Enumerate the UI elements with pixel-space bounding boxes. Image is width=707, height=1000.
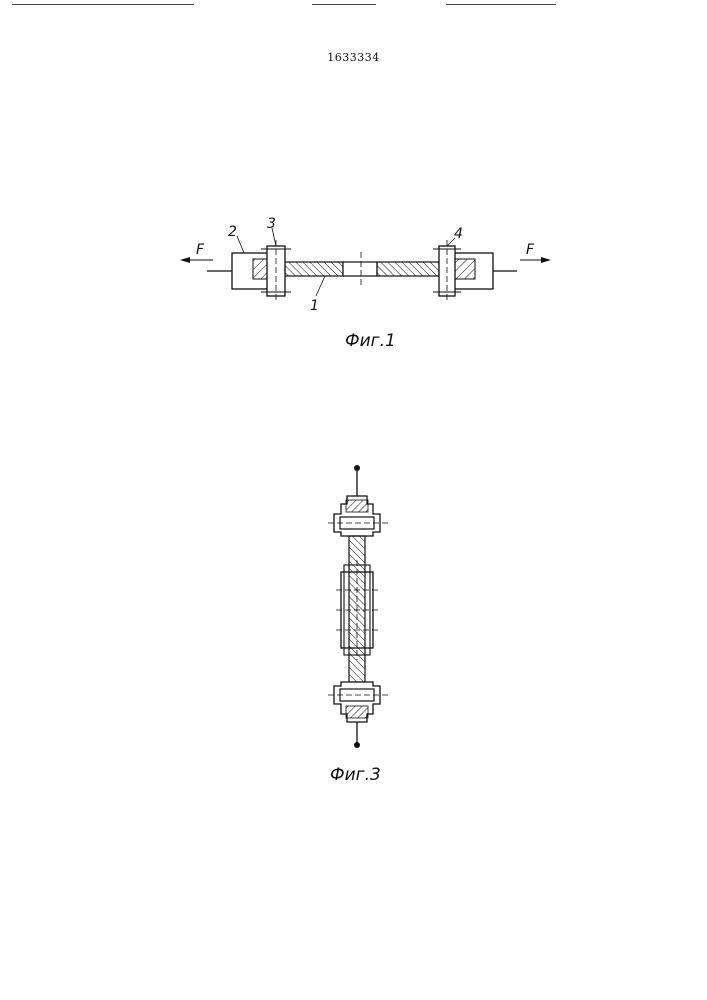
- label-part-3: 3: [267, 216, 276, 232]
- label-part-1: 1: [310, 298, 319, 314]
- label-part-2: 2: [228, 224, 237, 240]
- figure-1-caption: Фиг.1: [345, 331, 396, 351]
- top-rule-right: [446, 4, 556, 5]
- left-insert: [253, 259, 267, 279]
- figure-3-caption: Фиг.3: [330, 765, 381, 785]
- label-force-right: F: [526, 242, 535, 258]
- specimen-left-half: [285, 262, 343, 276]
- top-ball: [354, 465, 360, 471]
- figure-3: Фиг.3: [0, 460, 707, 800]
- force-arrow-right: [520, 257, 551, 263]
- patent-number: 1633334: [0, 51, 707, 64]
- label-part-4: 4: [454, 226, 463, 242]
- right-insert: [455, 259, 475, 279]
- specimen-right-half: [377, 262, 439, 276]
- specimen-center: [343, 262, 377, 276]
- bottom-ball: [354, 742, 360, 748]
- top-rule-left: [12, 4, 194, 5]
- top-rule-middle: [312, 4, 376, 5]
- label-force-left: F: [196, 242, 205, 258]
